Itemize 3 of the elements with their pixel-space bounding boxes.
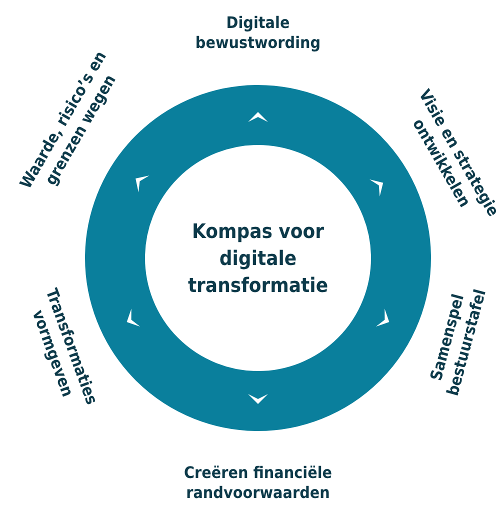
segment-label: Digitale bewustwording bbox=[194, 13, 322, 53]
segment-label: Creëren financiële randvoorwaarden bbox=[182, 463, 334, 503]
center-title: Kompas voor digitale transformatie bbox=[186, 218, 330, 298]
